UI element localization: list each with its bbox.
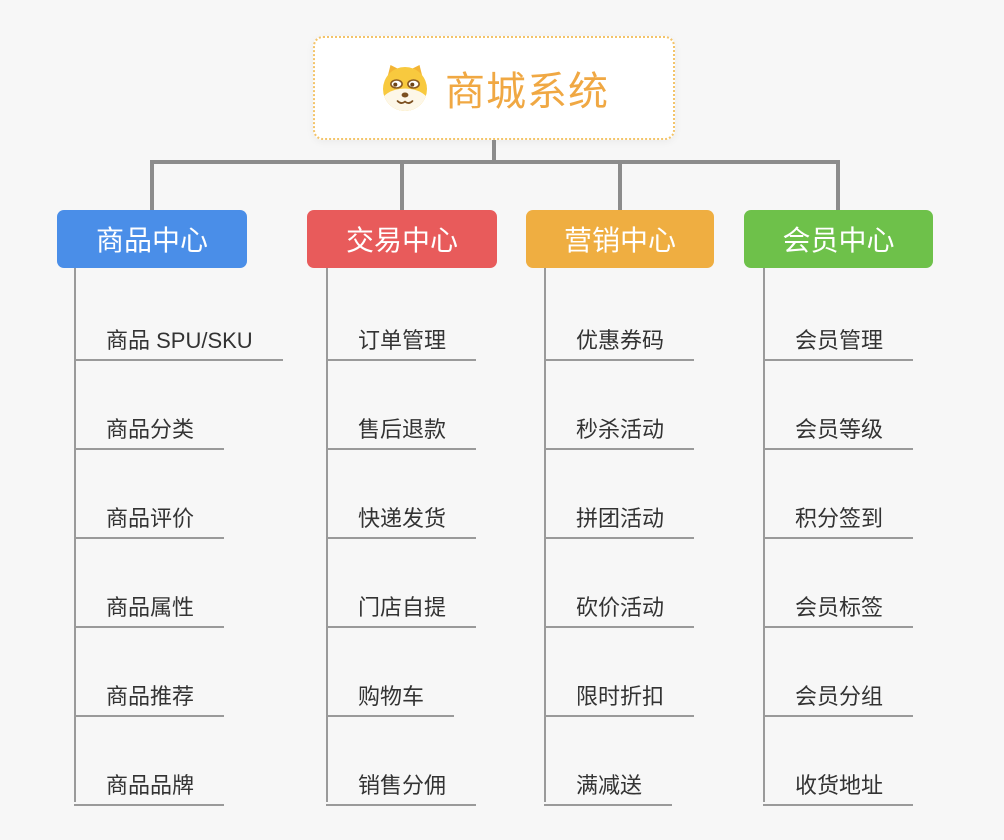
branch-node-member-center[interactable]: 会员中心 xyxy=(744,210,933,268)
leaf-node[interactable]: 售后退款 xyxy=(326,404,477,450)
branch-line-member xyxy=(763,268,765,802)
leaf-node[interactable]: 订单管理 xyxy=(326,315,477,361)
leaf-node[interactable]: 优惠券码 xyxy=(544,315,695,361)
leaf-node[interactable]: 门店自提 xyxy=(326,582,477,628)
branch-label: 营销中心 xyxy=(563,225,676,256)
leaf-node[interactable]: 商品分类 xyxy=(74,404,225,450)
leaf-node[interactable]: 会员管理 xyxy=(763,315,914,361)
branch-node-trade-center[interactable]: 交易中心 xyxy=(307,210,497,268)
root-node-mall-system[interactable]: 商城系统 xyxy=(313,36,675,140)
leaf-node[interactable]: 商品品牌 xyxy=(74,760,225,806)
leaf-node[interactable]: 收货地址 xyxy=(763,760,914,806)
leaf-node[interactable]: 商品属性 xyxy=(74,582,225,628)
leaf-node[interactable]: 砍价活动 xyxy=(544,582,695,628)
root-node-title: 商城系统 xyxy=(445,70,609,114)
branch-line-marketing xyxy=(544,268,546,802)
connector-drop-trade xyxy=(400,160,404,210)
leaf-node[interactable]: 秒杀活动 xyxy=(544,404,695,450)
leaf-node[interactable]: 销售分佣 xyxy=(326,760,477,806)
leaf-node[interactable]: 购物车 xyxy=(326,671,455,717)
leaf-node[interactable]: 商品推荐 xyxy=(74,671,225,717)
leaf-node[interactable]: 会员标签 xyxy=(763,582,914,628)
branch-line-trade xyxy=(326,268,328,802)
branch-line-product xyxy=(74,268,76,802)
branch-label: 商品中心 xyxy=(95,225,208,256)
connector-drop-member xyxy=(836,160,840,210)
leaf-node[interactable]: 会员等级 xyxy=(763,404,914,450)
connector-drop-marketing xyxy=(618,160,622,210)
connector-drop-product xyxy=(150,160,154,210)
leaf-node[interactable]: 商品评价 xyxy=(74,493,225,539)
branch-node-product-center[interactable]: 商品中心 xyxy=(57,210,247,268)
branch-node-marketing-center[interactable]: 营销中心 xyxy=(526,210,714,268)
leaf-node[interactable]: 会员分组 xyxy=(763,671,914,717)
branch-label: 会员中心 xyxy=(782,225,895,256)
leaf-node[interactable]: 积分签到 xyxy=(763,493,914,539)
branch-label: 交易中心 xyxy=(345,225,458,256)
connector-root-stem xyxy=(492,140,496,164)
leaf-node[interactable]: 限时折扣 xyxy=(544,671,695,717)
dog-face-icon xyxy=(379,62,431,114)
leaf-node[interactable]: 拼团活动 xyxy=(544,493,695,539)
leaf-node[interactable]: 商品 SPU/SKU xyxy=(74,315,283,361)
leaf-node[interactable]: 快递发货 xyxy=(326,493,477,539)
connector-horizontal-bar xyxy=(150,160,840,164)
leaf-node[interactable]: 满减送 xyxy=(544,760,673,806)
